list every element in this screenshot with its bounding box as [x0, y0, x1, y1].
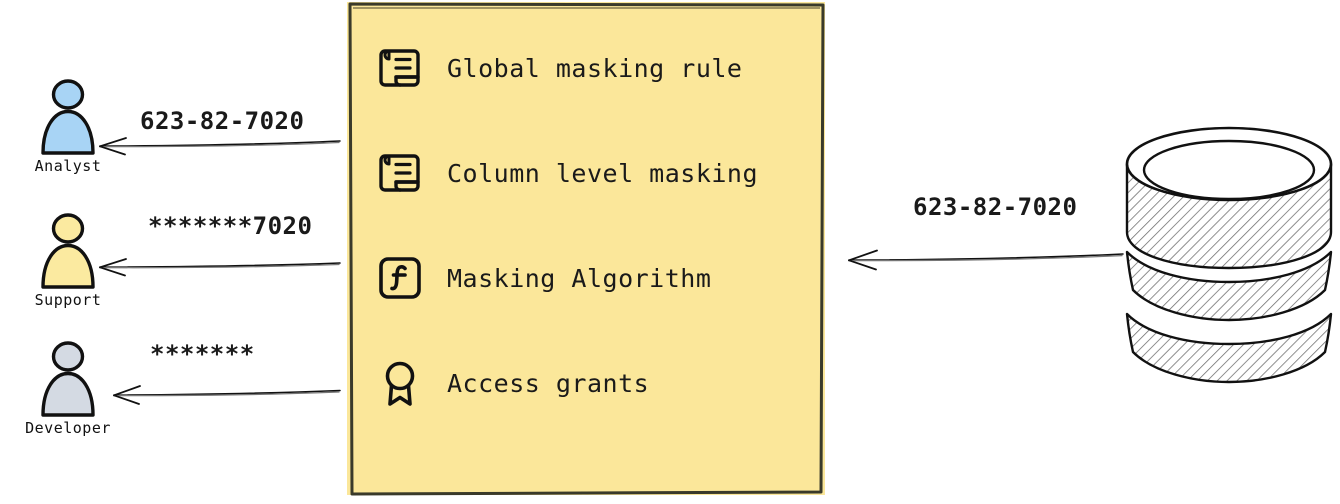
policy-item-label: Access grants [447, 368, 650, 398]
actor-label-support: Support [34, 291, 102, 309]
arrow-to-support [96, 253, 341, 279]
arrow-to-developer [110, 381, 341, 407]
policy-panel: Global masking rule Column level masking [347, 2, 825, 496]
policy-item-global-masking-rule[interactable]: Global masking rule [373, 40, 825, 96]
arrow-label-developer: ******* [150, 340, 255, 368]
scroll-icon [373, 146, 427, 200]
policy-item-masking-algorithm[interactable]: Masking Algorithm [373, 250, 825, 306]
actor-support: Support [8, 212, 128, 309]
policy-item-label: Masking Algorithm [447, 263, 712, 293]
scroll-icon [373, 41, 427, 95]
policy-item-column-level-masking[interactable]: Column level masking [373, 145, 825, 201]
medal-icon [373, 356, 427, 410]
person-icon [32, 212, 104, 290]
actor-label-analyst: Analyst [34, 157, 102, 175]
person-icon [32, 78, 104, 156]
database-cylinder-icon [1123, 118, 1335, 400]
actor-label-developer: Developer [25, 419, 111, 437]
arrow-from-database [845, 246, 1124, 272]
policy-item-access-grants[interactable]: Access grants [373, 355, 825, 411]
person-icon [32, 340, 104, 418]
actor-developer: Developer [8, 340, 128, 437]
policy-item-label: Global masking rule [447, 53, 743, 83]
arrow-label-support: *******7020 [148, 212, 313, 240]
function-icon [373, 251, 427, 305]
actor-analyst: Analyst [8, 78, 128, 175]
policy-item-label: Column level masking [447, 158, 759, 188]
policy-list: Global masking rule Column level masking [347, 2, 825, 495]
arrow-label-analyst: 623-82-7020 [140, 107, 305, 135]
arrow-label-database: 623-82-7020 [913, 193, 1078, 221]
arrow-to-analyst [96, 132, 341, 158]
